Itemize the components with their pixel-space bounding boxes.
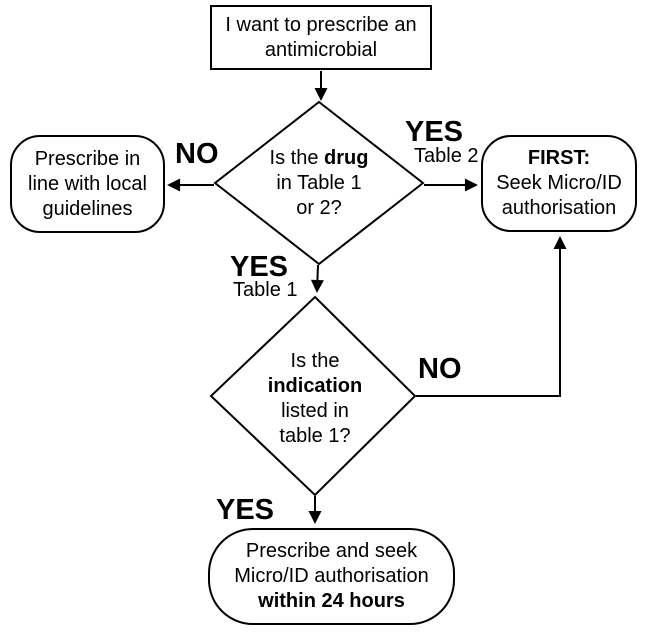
edge-label-indication-yes: YES (216, 494, 275, 526)
node-start-line2: antimicrobial (264, 38, 378, 61)
node-start: I want to prescribe an antimicrobial (210, 5, 432, 70)
node-first-authorisation-line1: FIRST: (527, 147, 591, 169)
indication-decision-line1: Is the (290, 350, 340, 372)
node-prescribe-within24-line2: Micro/ID authorisation (234, 565, 429, 587)
edge-label-drug-yes-right: YES (405, 116, 464, 148)
edge-drug-yes-to-indication (310, 264, 324, 293)
indication-decision-line2: indication (267, 375, 363, 397)
node-local-guidelines: Prescribe in line with local guidelines (10, 135, 165, 233)
drug-decision-line3: or 2? (296, 197, 342, 219)
node-local-guidelines-line1: Prescribe in (34, 147, 141, 170)
drug-decision-text: Is the drug in Table 1 or 2? (229, 146, 409, 221)
drug-decision-line2: in Table 1 (276, 172, 362, 194)
edge-label-indication-no: NO (418, 353, 462, 385)
node-local-guidelines-line2: line with local (28, 172, 147, 195)
indication-decision-line4: table 1? (279, 425, 351, 447)
indication-decision-diamond (209, 295, 417, 497)
indication-decision-text: Is the indication listed in table 1? (225, 349, 405, 449)
node-start-line1: I want to prescribe an (225, 13, 417, 36)
node-first-authorisation-line2: Seek Micro/ID (496, 172, 622, 194)
drug-decision-diamond (213, 100, 425, 266)
node-prescribe-within24-line3: within 24 hours (258, 590, 405, 612)
edge-label-drug-yes-right-sub: Table 2 (414, 145, 479, 167)
indication-decision-line3: listed in (281, 400, 349, 422)
node-prescribe-within24: Prescribe and seek Micro/ID authorisatio… (208, 528, 455, 625)
node-local-guidelines-line3: guidelines (42, 197, 133, 220)
edge-indication-no-to-first (416, 236, 567, 397)
node-first-authorisation-line3: authorisation (501, 197, 617, 219)
drug-decision-line1: Is the drug (269, 147, 369, 169)
edge-label-drug-no: NO (175, 138, 219, 170)
edge-label-drug-yes-down-sub: Table 1 (233, 279, 298, 301)
edge-label-drug-yes-down: YES (230, 251, 289, 283)
node-first-authorisation: FIRST: Seek Micro/ID authorisation (481, 135, 637, 232)
node-prescribe-within24-line1: Prescribe and seek (245, 540, 418, 562)
